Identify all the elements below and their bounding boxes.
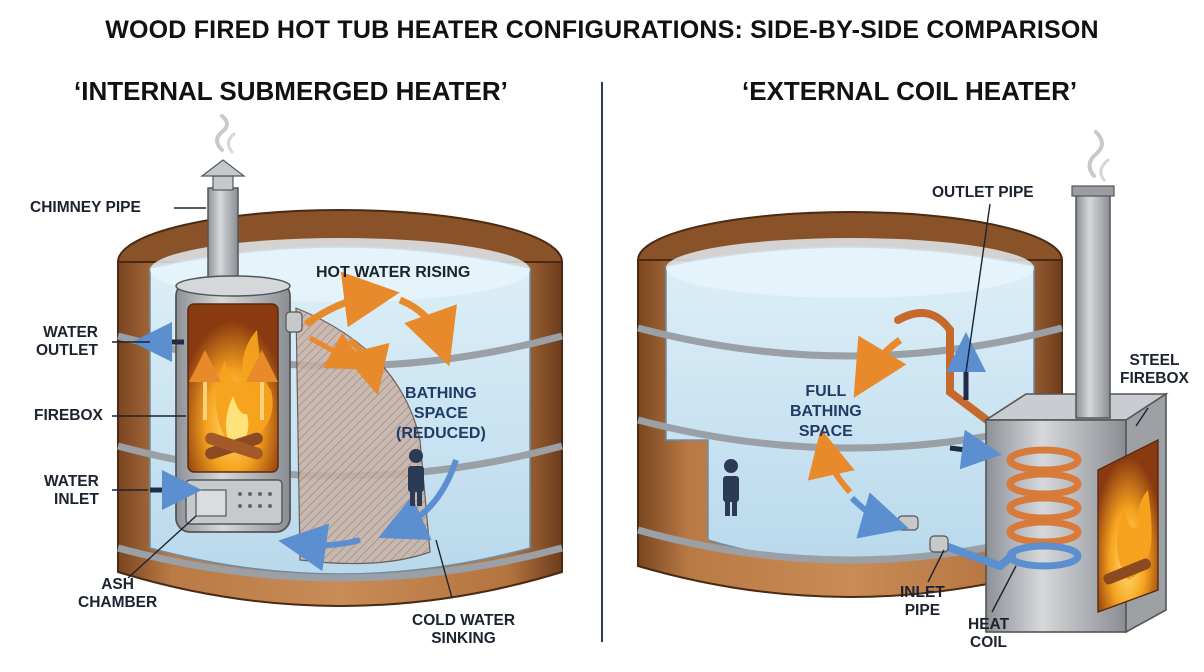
panel-divider [601,82,603,642]
label-heat-coil: HEAT COIL [968,616,1010,651]
label-chimney-pipe: CHIMNEY PIPE [30,199,141,216]
label-ash-chamber: ASH CHAMBER [78,576,158,611]
label-outlet-pipe: OUTLET PIPE [932,184,1034,201]
label-firebox: FIREBOX [34,407,103,424]
page-title: WOOD FIRED HOT TUB HEATER CONFIGURATIONS… [105,16,1099,44]
label-cold-water-sinking: COLD WATER SINKING [412,612,516,647]
label-water-outlet: WATER OUTLET [36,324,98,359]
label-steel-firebox: STEEL FIREBOX [1120,352,1189,387]
left-panel-heading: ‘INTERNAL SUBMERGED HEATER’ [74,76,508,106]
label-water-inlet: WATER INLET [44,473,99,508]
right-tub [637,130,1169,634]
label-full-bathing-space: FULL BATHING SPACE [790,383,862,440]
label-bathing-space-reduced: BATHING SPACE (REDUCED) [396,385,486,442]
label-inlet-pipe: INLET PIPE [900,584,945,619]
right-panel-heading: ‘EXTERNAL COIL HEATER’ [742,76,1078,106]
label-hot-water-rising: HOT WATER RISING [316,264,471,281]
left-tub [117,114,563,607]
